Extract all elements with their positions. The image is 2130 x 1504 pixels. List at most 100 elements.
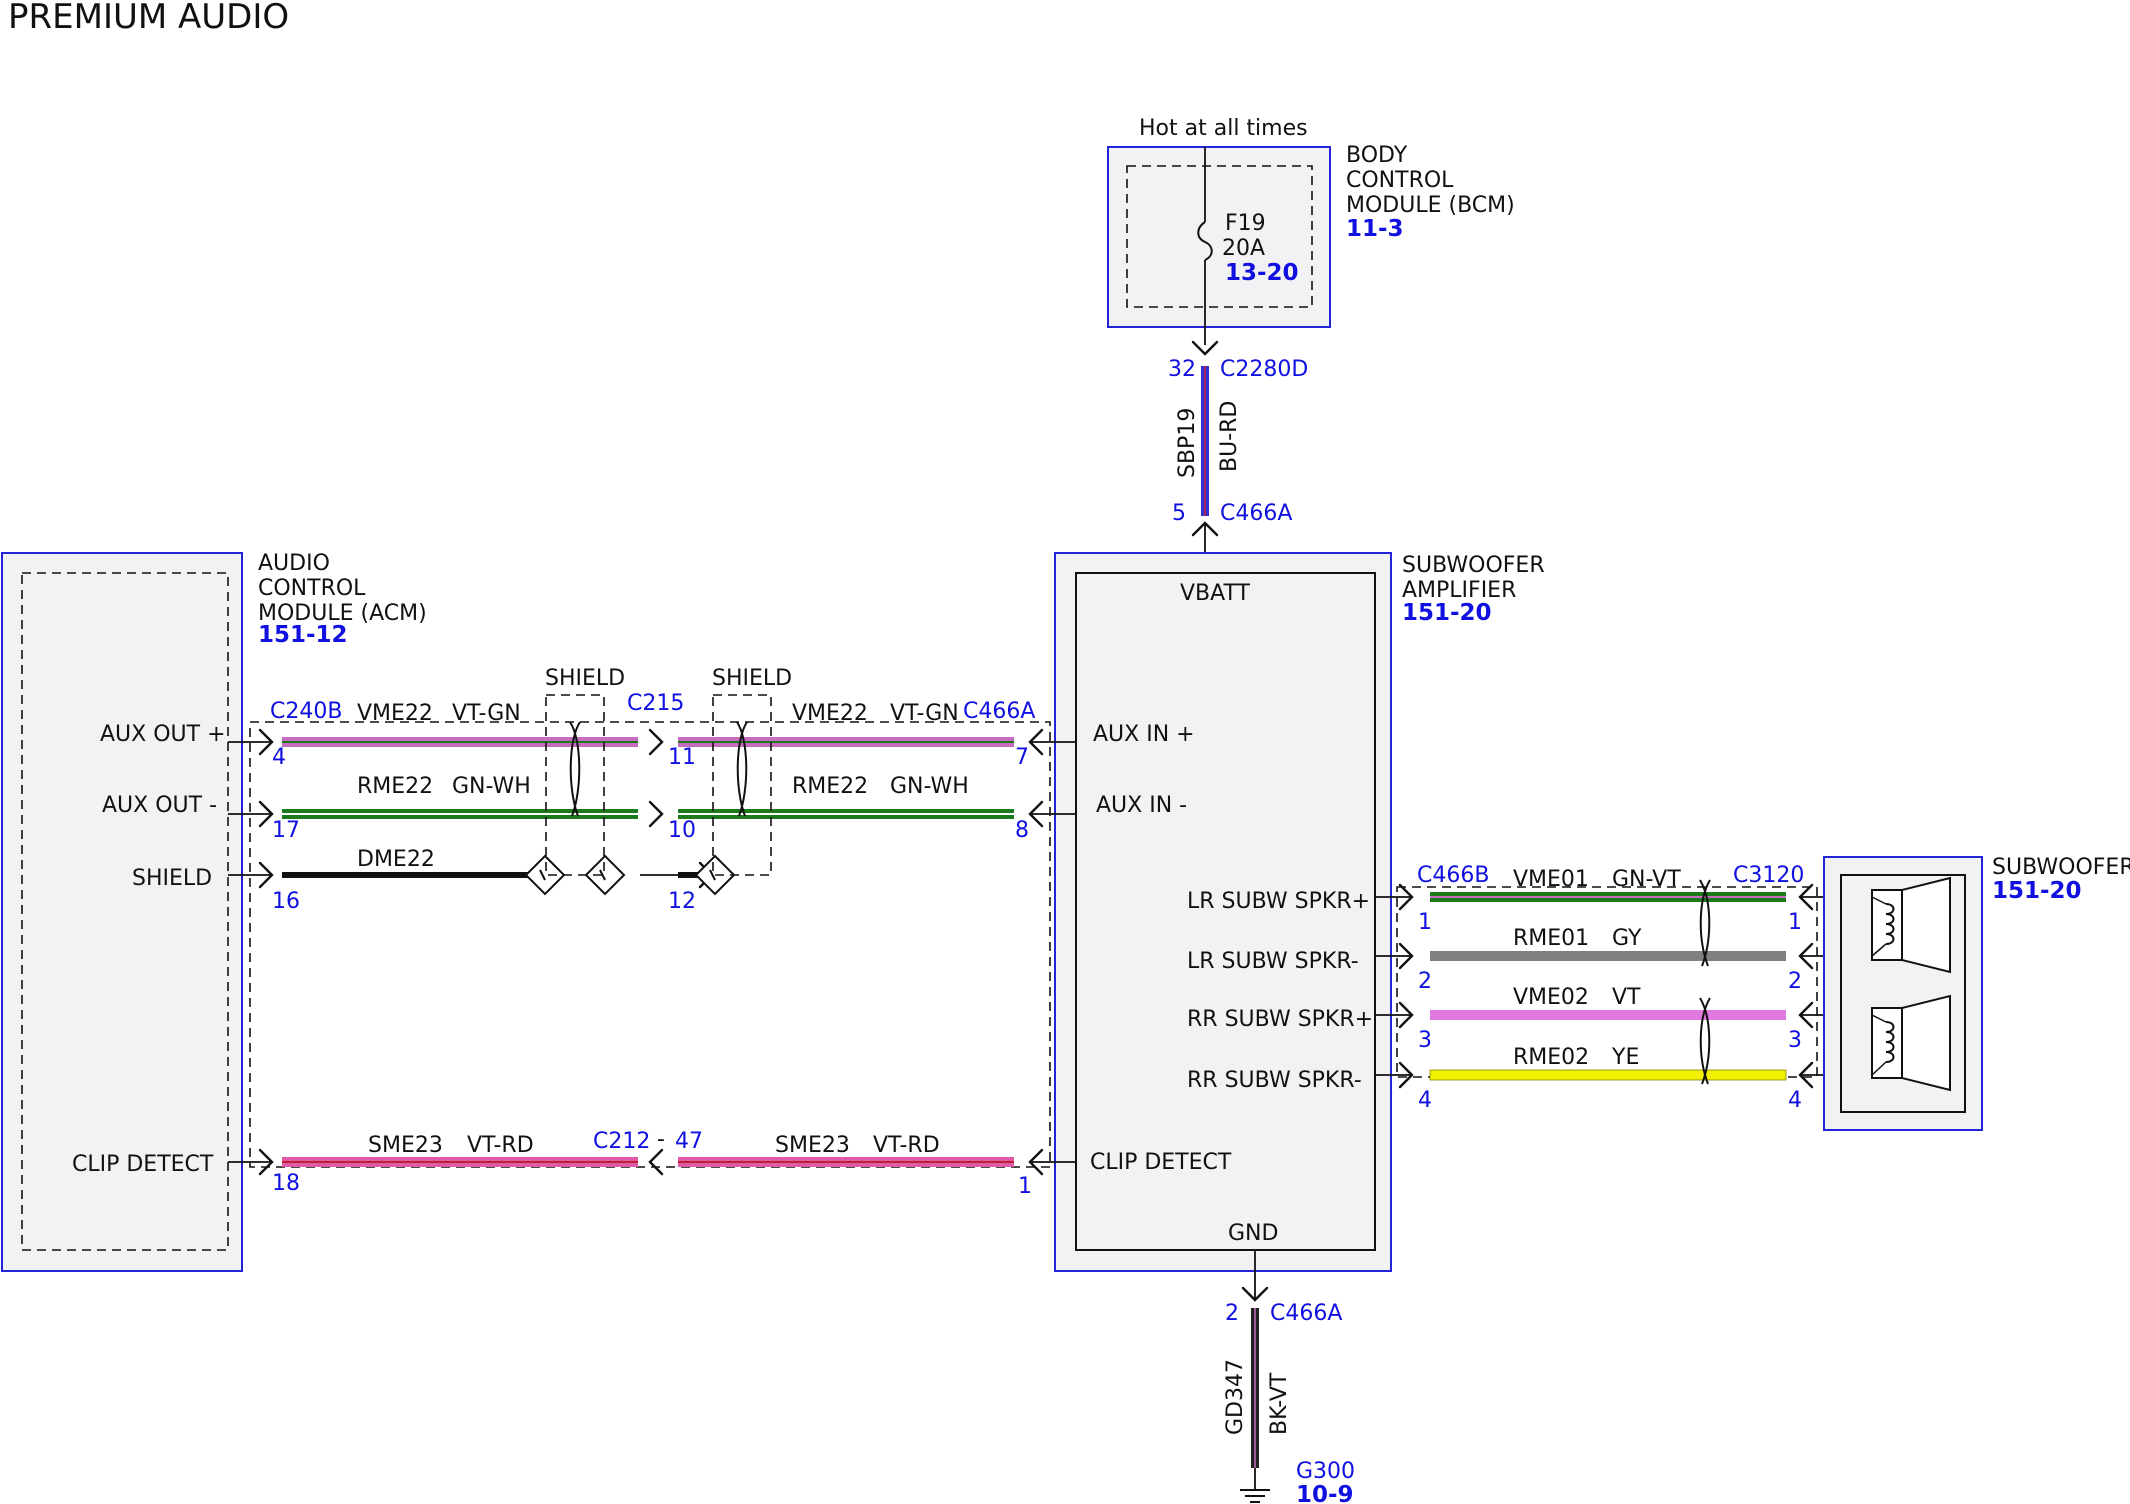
wire-vme02 (1430, 1010, 1786, 1020)
label-vme02: VME02 (1513, 985, 1589, 1010)
acm-aux-out-plus: AUX OUT + (100, 722, 226, 747)
amp-gnd: GND (1228, 1221, 1278, 1246)
label-rme01: RME01 (1513, 926, 1589, 951)
label-vtrd-acm: VT-RD (467, 1133, 534, 1158)
c466b-boundary (1396, 886, 1818, 1078)
ground-conn[interactable]: C466A (1270, 1301, 1342, 1326)
label-vtgn-amp: VT-GN (890, 701, 959, 726)
bcm-box (1107, 146, 1331, 328)
power-conn-bottom: C466A (1220, 501, 1292, 526)
pin-amp-aux-plus: 7 (1015, 745, 1029, 770)
audio-control-module: AUDIO CONTROL MODULE (ACM) 151-12 AUX OU… (1, 551, 427, 1272)
pin-mid-aux-plus: 11 (668, 745, 696, 770)
amp-aux-in-plus: AUX IN + (1093, 722, 1195, 747)
ground-circuit-label: GD347 (1223, 1359, 1248, 1435)
bcm-name-line1: BODY (1346, 143, 1408, 168)
fuse-symbol (1197, 221, 1213, 261)
amp-inner (1075, 572, 1376, 1251)
subwoofer-component: SUBWOOFER 151-20 (1823, 855, 2130, 1131)
amp-ref[interactable]: 151-20 (1402, 600, 1492, 626)
speaker-wires: C466B C3120 VME01 GN-VT RME01 GY VME02 V… (1375, 863, 1872, 1113)
conn-c212-pin: 47 (675, 1129, 703, 1154)
subwoofer-amplifier: SUBWOOFER AMPLIFIER 151-20 VBATT AUX IN … (1054, 552, 1545, 1272)
amp-vbatt: VBATT (1180, 581, 1251, 606)
ground-color-label: BK-VT (1267, 1372, 1292, 1435)
acm-aux-out-minus: AUX OUT - (102, 793, 217, 818)
wire-rme01 (1430, 951, 1786, 961)
ground-circuit: 2 C466A GD347 BK-VT G300 10-9 (1223, 1250, 1355, 1504)
pin-acm-aux-plus: 4 (272, 745, 286, 770)
conn-c215[interactable]: C215 (627, 691, 684, 716)
pin-amp-spk-1: 1 (1418, 910, 1432, 935)
aux-minus-circuit (228, 800, 1076, 828)
shield-drain-diamond-2 (584, 854, 626, 896)
label-gnwh-acm: GN-WH (452, 774, 531, 799)
power-pin-bottom: 5 (1172, 501, 1186, 526)
acm-ref[interactable]: 151-12 (258, 622, 348, 648)
ground-ref[interactable]: 10-9 (1296, 1482, 1354, 1504)
amp-rr-minus: RR SUBW SPKR- (1187, 1068, 1362, 1093)
shield-2-label: SHIELD (712, 666, 792, 691)
power-color: BU-RD (1217, 401, 1242, 472)
bcm-name-line2: CONTROL (1346, 168, 1454, 193)
label-gy: GY (1612, 926, 1642, 951)
amp-clip-detect: CLIP DETECT (1090, 1150, 1232, 1175)
speaker-icon-2 (1871, 994, 1951, 1092)
fuse-ref[interactable]: 13-20 (1225, 260, 1299, 286)
pin-amp-clip: 1 (1018, 1174, 1032, 1199)
subwoofer-name: SUBWOOFER (1992, 855, 2130, 880)
acm-connector-boundary (249, 721, 1051, 1168)
pin-sub-4: 4 (1788, 1088, 1802, 1113)
acm-name-line2: CONTROL (258, 576, 366, 601)
label-rme02: RME02 (1513, 1045, 1589, 1070)
power-conn-top: C2280D (1220, 357, 1308, 382)
shield-circuit (228, 854, 736, 896)
pin-acm-shield: 16 (272, 889, 300, 914)
power-pin-top: 32 (1168, 357, 1196, 382)
body-control-module: Hot at all times BODY CONTROL MODULE (BC… (1107, 116, 1515, 345)
conn-c466b[interactable]: C466B (1417, 863, 1489, 888)
label-vme22-acm: VME22 (357, 701, 433, 726)
shield-1-label: SHIELD (545, 666, 625, 691)
label-vme01: VME01 (1513, 867, 1589, 892)
amp-lr-minus: LR SUBW SPKR- (1187, 949, 1359, 974)
speaker-icon-1 (1871, 876, 1951, 974)
pin-sub-2: 2 (1788, 969, 1802, 994)
pin-sub-3: 3 (1788, 1028, 1802, 1053)
pin-amp-aux-minus: 8 (1015, 818, 1029, 843)
pin-sub-1: 1 (1788, 910, 1802, 935)
power-feed: 32 C2280D SBP19 BU-RD 5 C466A (1168, 340, 1308, 572)
power-circuit: SBP19 (1175, 408, 1200, 478)
label-gnwh-amp: GN-WH (890, 774, 969, 799)
pin-mid-shield: 12 (668, 889, 696, 914)
shield-1: SHIELD (545, 666, 625, 876)
label-rme22-amp: RME22 (792, 774, 868, 799)
amp-aux-in-minus: AUX IN - (1096, 793, 1187, 818)
aux-plus-circuit (228, 728, 1076, 756)
conn-c240b[interactable]: C240B (270, 699, 342, 724)
conn-c212[interactable]: C212 (593, 1129, 650, 1154)
bcm-fuse-box (1126, 165, 1313, 308)
acm-clip-detect: CLIP DETECT (72, 1152, 214, 1177)
acm-name-line3: MODULE (ACM) (258, 601, 427, 626)
amp-rr-plus: RR SUBW SPKR+ (1187, 1007, 1373, 1032)
label-vtrd-amp: VT-RD (873, 1133, 940, 1158)
bcm-ref[interactable]: 11-3 (1346, 216, 1404, 242)
amp-lr-plus: LR SUBW SPKR+ (1187, 889, 1370, 914)
subwoofer-ref[interactable]: 151-20 (1992, 878, 2082, 904)
acm-shield: SHIELD (132, 866, 212, 891)
shield-2: SHIELD (712, 666, 792, 876)
conn-c212-dash: - (657, 1127, 665, 1152)
conn-c3120[interactable]: C3120 (1733, 863, 1804, 888)
fuse-rating: 20A (1222, 236, 1265, 261)
signal-labels: C240B C215 C466A VME22 VT-GN VME22 VT-GN… (270, 691, 1035, 1199)
wire-rme02 (1429, 1069, 1787, 1081)
shield-drain-diamond-1 (524, 854, 566, 896)
pin-mid-aux-minus: 10 (668, 818, 696, 843)
pin-amp-spk-3: 3 (1418, 1028, 1432, 1053)
label-rme22-acm: RME22 (357, 774, 433, 799)
clip-detect-circuit (228, 1148, 1076, 1176)
conn-c466a-signal[interactable]: C466A (963, 699, 1035, 724)
ground-point[interactable]: G300 (1296, 1459, 1355, 1484)
acm-name-line1: AUDIO (258, 551, 330, 576)
